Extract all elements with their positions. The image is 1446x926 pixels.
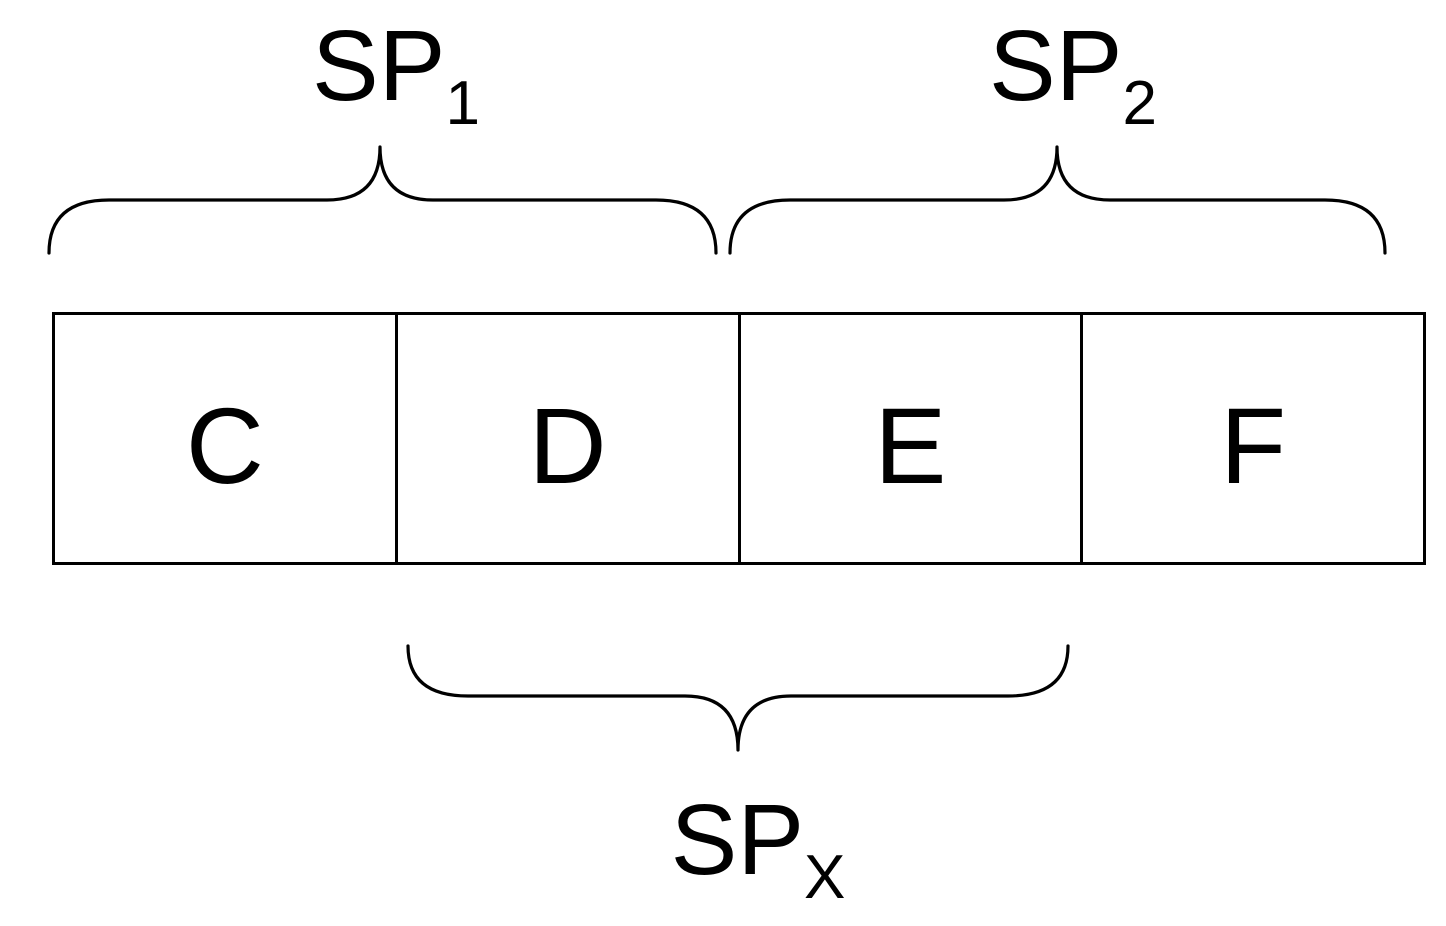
cell-f: F <box>1080 315 1423 562</box>
label-sp1-base: SP <box>312 10 446 122</box>
brace-sp1 <box>47 145 718 255</box>
brace-sp2 <box>728 145 1387 255</box>
brace-spx <box>406 644 1070 752</box>
label-spx-base: SP <box>670 784 805 896</box>
label-spx-subscript: X <box>804 843 846 912</box>
cell-e: E <box>737 315 1081 562</box>
label-sp2: SP2 <box>989 16 1157 135</box>
cell-row: C D E F <box>52 312 1426 565</box>
cell-c: C <box>185 384 264 506</box>
label-spx: SPX <box>671 790 846 909</box>
cell-d: D <box>394 315 738 562</box>
label-sp2-base: SP <box>989 10 1123 122</box>
label-sp1-subscript: 1 <box>445 69 480 138</box>
label-sp2-subscript: 2 <box>1122 69 1157 138</box>
label-sp1: SP1 <box>312 16 480 135</box>
